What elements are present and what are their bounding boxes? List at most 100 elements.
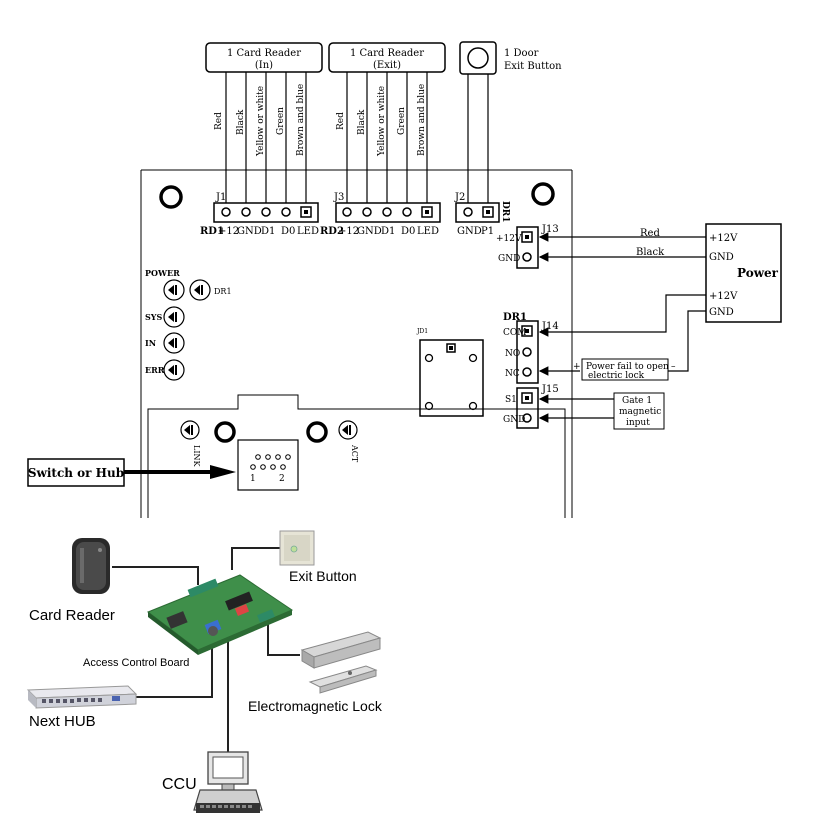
reader-in-line1: 1 Card Reader (227, 48, 301, 59)
pin-label: P1 (481, 226, 494, 237)
power-fail-line1: Power fail to open (586, 362, 669, 372)
gate-note: Gate 1 magnetic input (613, 392, 665, 430)
j3-label: J3 (333, 192, 344, 203)
exit-button-device (279, 530, 315, 566)
rj45-pin2: 2 (279, 474, 285, 484)
pin-label: GND (357, 226, 382, 237)
power-fail-line2: electric lock (588, 371, 645, 381)
exit-button-box: 1 Door Exit Button (459, 41, 562, 75)
led-sys-label: SYS (145, 312, 162, 322)
j2-connector: J2 DR1 GND P1 (454, 192, 510, 237)
pin-label: GND (498, 254, 520, 264)
pin-label: +12V (496, 234, 522, 244)
pin-label: LED (417, 226, 439, 237)
wire-label-black: Black (236, 109, 246, 135)
j13-label: J13 (541, 224, 559, 235)
pin-label: D1 (261, 226, 275, 237)
reader-in-line2: (In) (255, 60, 273, 71)
pin-label: GND (237, 226, 262, 237)
pin-label: D1 (381, 226, 395, 237)
access-board-device (146, 574, 294, 655)
j3-connector: J3 RD2 +12 GND D1 D0 LED (320, 192, 441, 237)
power-wires (538, 232, 706, 423)
pin-label: NO (505, 349, 520, 359)
exit-button-label: Exit Button (289, 568, 357, 584)
minus-sign: – (671, 362, 676, 372)
wire-labels-exit: Red Black Yellow or white Green Brown an… (336, 84, 427, 157)
power-title: Power (737, 266, 779, 280)
j2-label: J2 (454, 192, 465, 203)
reader-exit-line1: 1 Card Reader (350, 48, 424, 59)
gate-line3: input (626, 418, 650, 428)
maglock-device (300, 631, 382, 694)
wire-label-yellow: Yellow or white (256, 86, 266, 157)
pin-label: LED (297, 226, 319, 237)
power-v2: +12V (709, 291, 738, 302)
card-reader-label: Card Reader (29, 607, 115, 624)
j14-connector: DR1 J14 COM NO NC (503, 312, 559, 384)
wire-label-brown: Brown and blue (417, 84, 427, 156)
maglock-label: Electromagnetic Lock (248, 698, 383, 714)
power-fail-note: Power fail to open electric lock + – (573, 358, 676, 381)
jd1-label: JD1 (416, 328, 428, 335)
power-supply: +12V GND Power +12V GND (705, 223, 782, 323)
led-dr1-label: DR1 (214, 287, 232, 296)
network-arrow (124, 465, 236, 479)
led-err-label: ERR (145, 365, 165, 375)
dr1-vertical-label: DR1 (500, 201, 510, 223)
jd1-relay: JD1 (416, 328, 484, 417)
network-module: LINK 1 2 ACT (147, 394, 566, 518)
plus-sign: + (573, 362, 581, 372)
mounting-hole (159, 185, 183, 209)
led-power-label: POWER (145, 268, 180, 278)
j15-connector: J15 S1 GND (503, 384, 559, 429)
pin-label: D0 (401, 226, 415, 237)
wire-label-green: Green (397, 107, 407, 135)
rj45-pin1: 1 (250, 474, 256, 484)
wire-labels-in: Red Black Yellow or white Green Brown an… (214, 84, 306, 157)
exit-button-line2: Exit Button (504, 61, 562, 72)
rj45-port (237, 439, 299, 491)
power-g2: GND (709, 307, 734, 318)
exit-button-line1: 1 Door (504, 48, 539, 59)
gate-line1: Gate 1 (622, 396, 652, 406)
reader-wires (225, 72, 489, 204)
controller-board (140, 169, 573, 518)
led-group: POWER DR1 SYS IN ERR (145, 268, 232, 381)
wire-label-brown: Brown and blue (296, 84, 306, 156)
pin-label: +12 (338, 226, 359, 237)
pin-label: GND (503, 415, 525, 425)
power-v1: +12V (709, 233, 738, 244)
switch-hub-label: Switch or Hub (28, 466, 124, 480)
j15-label: J15 (541, 384, 559, 395)
pin-label: COM (503, 328, 526, 338)
pin-label: GND (457, 226, 482, 237)
j14-label: J14 (541, 321, 559, 332)
rd1-label: RD1 (200, 226, 224, 237)
rd2-label: RD2 (320, 226, 344, 237)
j1-connector: J1 RD1 +12 GND D1 D0 LED (200, 192, 319, 237)
hub-device (26, 685, 138, 709)
switch-hub: Switch or Hub (27, 458, 236, 487)
wire-label-yellow: Yellow or white (377, 86, 387, 157)
reader-exit-line2: (Exit) (373, 60, 401, 71)
act-label: ACT (350, 444, 359, 463)
wire-red-label: Red (640, 228, 660, 239)
ccu-computer (193, 751, 263, 813)
system-cables (112, 547, 300, 752)
wire-label-black: Black (357, 109, 367, 135)
wire-label-red: Red (336, 112, 346, 130)
card-reader-device (72, 538, 110, 594)
access-board-label: Access Control Board (83, 657, 189, 669)
mounting-hole (531, 182, 555, 206)
card-reader-exit-box: 1 Card Reader (Exit) (328, 42, 446, 73)
card-reader-in-box: 1 Card Reader (In) (205, 42, 323, 73)
pin-label: NC (505, 369, 520, 379)
j1-label: J1 (215, 192, 226, 203)
hub-label: Next HUB (29, 713, 96, 730)
pin-label: +12 (218, 226, 239, 237)
gate-line2: magnetic (619, 407, 661, 417)
dr1-label: DR1 (503, 312, 527, 323)
pin-label: S1 (505, 395, 517, 405)
